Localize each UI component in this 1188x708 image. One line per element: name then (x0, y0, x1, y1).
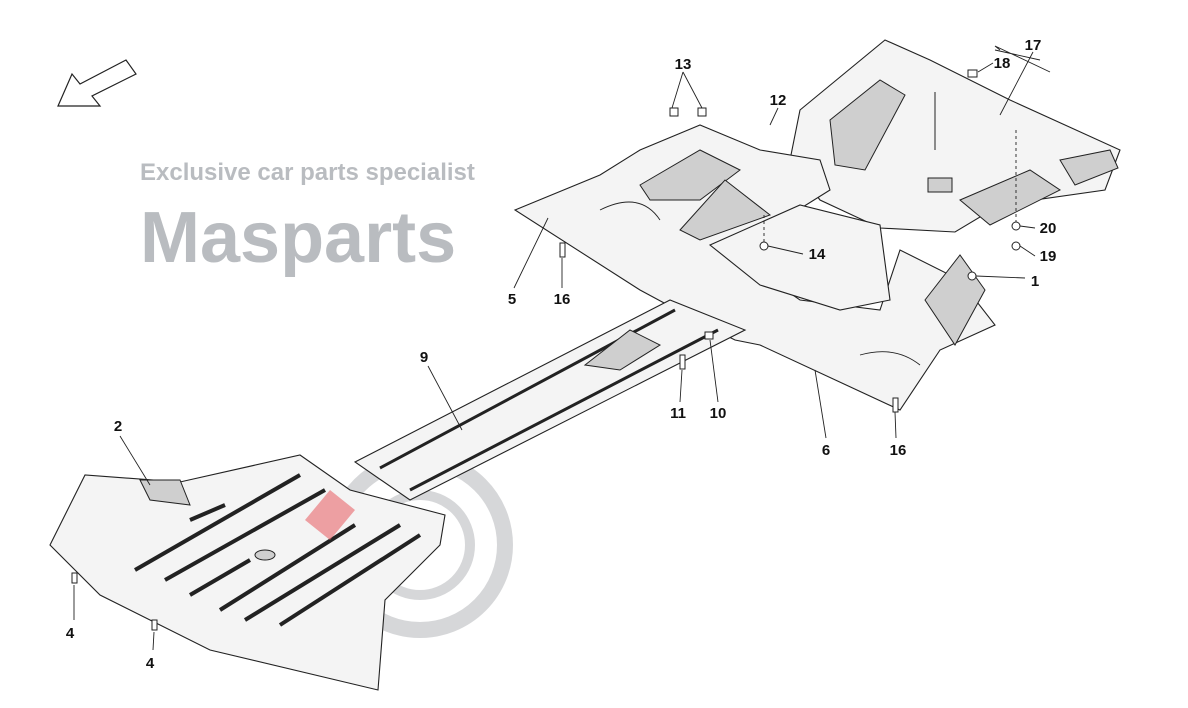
front-undertray-part (49, 454, 446, 691)
callout-18: 18 (994, 55, 1011, 72)
callout-17: 17 (1025, 37, 1042, 54)
callout-20: 20 (1040, 220, 1057, 237)
leader-lines (73, 45, 1051, 651)
rear-floor-panel (513, 124, 996, 411)
callout-14: 14 (809, 246, 826, 263)
callout-12: 12 (770, 92, 787, 109)
callout-9: 9 (420, 349, 428, 366)
watermark-tagline: Exclusive car parts specialist (140, 159, 475, 186)
tunnel-panel (353, 299, 747, 501)
callout-16-b: 16 (890, 442, 907, 459)
callout-4-b: 4 (146, 655, 155, 672)
callout-2: 2 (114, 418, 122, 435)
watermark-brand: Masparts (140, 198, 456, 278)
arrow-down-left-icon (57, 59, 137, 107)
callout-10: 10 (710, 405, 727, 422)
callout-6: 6 (822, 442, 830, 459)
callout-5: 5 (508, 291, 516, 308)
callout-19: 19 (1040, 248, 1057, 265)
callout-4: 4 (66, 625, 75, 642)
callout-16: 16 (554, 291, 571, 308)
callout-1: 1 (1031, 273, 1039, 290)
callout-labels: 17 18 13 12 20 19 14 1 5 16 9 11 10 6 16… (66, 37, 1057, 672)
rear-structure-part (789, 39, 1121, 233)
callout-13: 13 (675, 56, 692, 73)
callout-11: 11 (670, 405, 686, 422)
